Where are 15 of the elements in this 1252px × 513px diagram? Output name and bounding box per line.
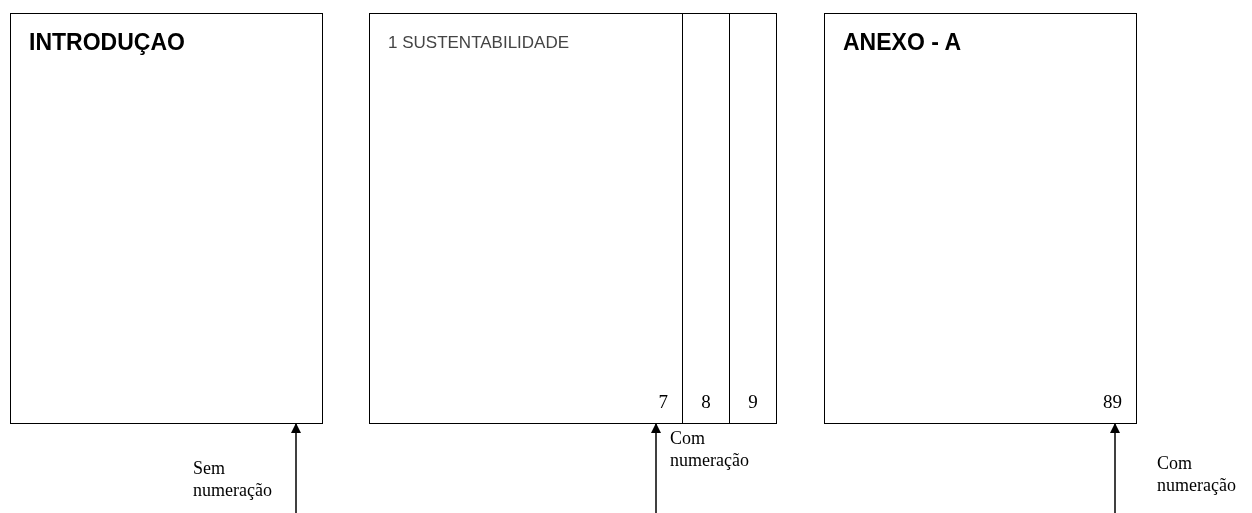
- page-box: [729, 13, 777, 424]
- page-number: 9: [747, 392, 759, 413]
- page-box: [824, 13, 1137, 424]
- arrow: [1110, 423, 1120, 513]
- page-box: [369, 13, 683, 424]
- chapter-title: 1 SUSTENTABILIDADE: [388, 34, 570, 53]
- page-box: [10, 13, 323, 424]
- page-box: [682, 13, 730, 424]
- page-number: 8: [700, 392, 712, 413]
- page-number: 89: [1103, 392, 1122, 413]
- arrow: [651, 423, 661, 513]
- page-heading: ANEXO - A: [843, 30, 961, 56]
- arrow: [291, 423, 301, 513]
- page-heading: INTRODUÇAO: [29, 30, 185, 56]
- page-number: 7: [658, 392, 668, 413]
